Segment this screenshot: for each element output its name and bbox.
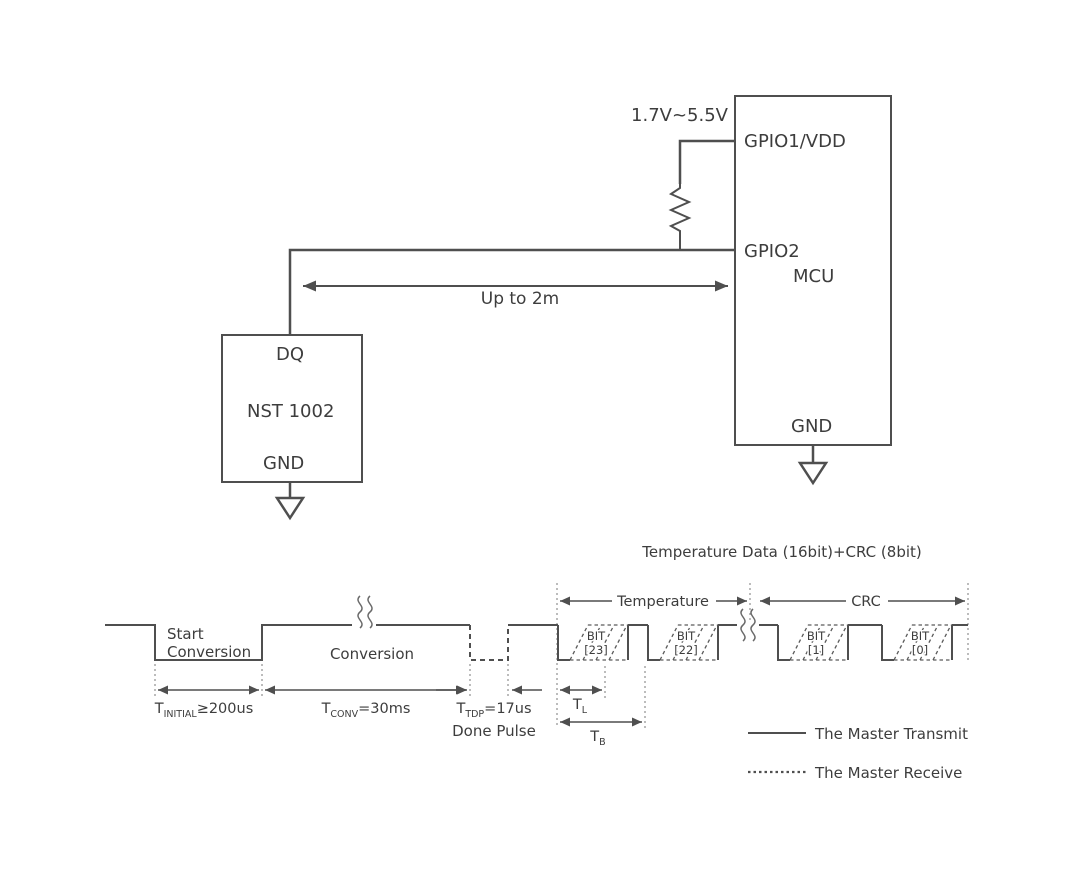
bit-cell-22: BIT [22] <box>647 624 719 661</box>
bit-index: [0] <box>912 643 928 657</box>
mcu-ground-icon <box>797 445 829 486</box>
mcu-pin-gnd: GND <box>791 416 832 437</box>
sensor-pin-gnd: GND <box>263 453 304 474</box>
sensor-ground-icon <box>274 482 306 521</box>
t-initial-dimension: TINITIAL≥200us <box>154 685 259 720</box>
waveform-done-pulse <box>469 625 509 661</box>
mcu-pin-gpio2: GPIO2 <box>744 241 800 262</box>
dq-wire <box>288 248 735 335</box>
mcu-name: MCU <box>793 266 834 287</box>
bit-cell-1: BIT [1] <box>777 624 849 661</box>
supply-voltage-label: 1.7V~5.5V <box>631 105 729 126</box>
sensor-box <box>221 334 363 483</box>
t-l-label: TL <box>572 697 588 716</box>
crc-span-label: CRC <box>851 594 881 610</box>
t-tdp-dimension: TTDP=17us Done Pulse <box>436 685 542 740</box>
mcu-pin-gpio1-vdd: GPIO1/VDD <box>744 131 846 152</box>
sensor-name: NST 1002 <box>247 401 334 422</box>
break-symbol-bits-icon <box>737 608 759 642</box>
sensor-pin-dq: DQ <box>276 344 304 365</box>
t-b-dimension: TB <box>560 717 642 748</box>
t-initial-label: TINITIAL≥200us <box>154 701 254 720</box>
bit-cell-0: BIT [0] <box>881 624 953 661</box>
t-l-dimension: TL <box>560 685 602 716</box>
bit-label: BIT <box>677 629 696 643</box>
legend-receive-label: The Master Receive <box>814 764 962 782</box>
bit-label: BIT <box>911 629 930 643</box>
t-conv-dimension: TCONV=30ms <box>265 685 467 720</box>
temperature-span-label: Temperature <box>616 594 709 610</box>
legend-transmit-label: The Master Transmit <box>814 725 968 743</box>
bit-label: BIT <box>807 629 826 643</box>
cable-length-label: Up to 2m <box>481 289 559 309</box>
bit-index: [23] <box>584 643 608 657</box>
pullup-resistor-icon <box>668 184 692 250</box>
t-tdp-label: TTDP=17us <box>455 701 531 720</box>
crc-span: CRC <box>760 594 965 610</box>
waveform-start-conversion <box>105 624 470 661</box>
dotted-guides <box>154 583 969 730</box>
bit-cell-23: BIT [23] <box>557 624 629 661</box>
bit-index: [22] <box>674 643 698 657</box>
timing-diagram: Temperature Data (16bit)+CRC (8bit) Temp… <box>105 543 969 782</box>
start-label-line2: Conversion <box>167 643 251 661</box>
done-pulse-label: Done Pulse <box>452 722 536 740</box>
vdd-wire <box>678 139 735 184</box>
bit-index: [1] <box>808 643 824 657</box>
t-b-label: TB <box>589 729 605 748</box>
timing-title: Temperature Data (16bit)+CRC (8bit) <box>641 543 922 561</box>
bit-label: BIT <box>587 629 606 643</box>
t-conv-label: TCONV=30ms <box>321 701 411 720</box>
start-label-line1: Start <box>167 625 204 643</box>
legend: The Master Transmit The Master Receive <box>748 725 968 782</box>
temperature-span: Temperature <box>560 594 747 610</box>
circuit-schematic: GPIO1/VDD GPIO2 MCU GND 1.7V~5.5V DQ NST… <box>221 95 892 521</box>
conversion-label: Conversion <box>330 645 414 663</box>
break-symbol-conversion-icon <box>352 595 376 631</box>
